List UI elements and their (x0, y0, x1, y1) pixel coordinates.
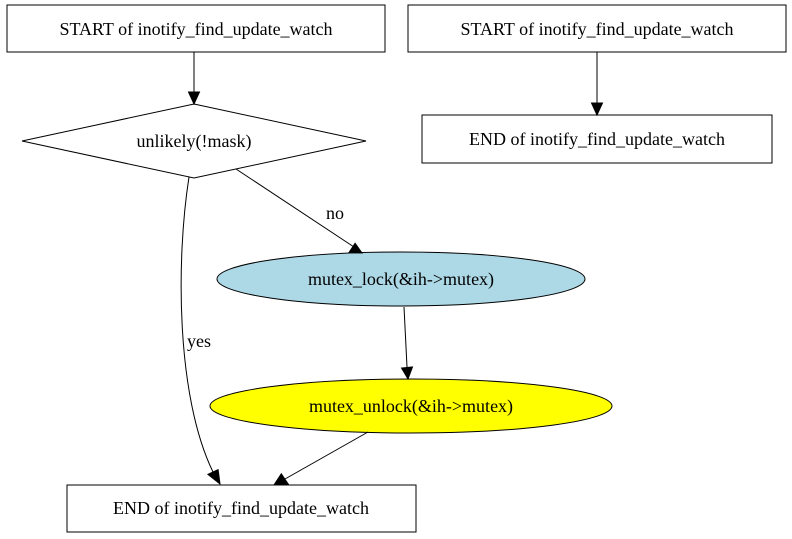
mutex-unlock-label: mutex_unlock(&ih->mutex) (309, 396, 513, 417)
edge-unlock-to-end-arrowhead (273, 472, 290, 486)
edge-decision-no-label: no (326, 203, 344, 223)
edge-lock-to-unlock-arrowhead (400, 366, 414, 381)
edge-unlock-to-end-line (284, 431, 369, 480)
edge-lock-to-unlock-line (403, 306, 408, 368)
mutex-lock-ellipse (216, 251, 586, 307)
edge-decision-yes: yes (180, 176, 221, 486)
node-decision: unlikely(!mask) (21, 103, 367, 179)
start-alt-box (407, 4, 787, 53)
node-end-alt: END of inotify_find_update_watch (421, 114, 773, 164)
mutex-unlock-ellipse (209, 378, 613, 434)
edge-start-alt-to-end-alt (590, 52, 604, 117)
end-main-box (66, 484, 417, 533)
start-main-box (6, 4, 386, 53)
start-alt-label: START of inotify_find_update_watch (460, 19, 733, 39)
node-end-main: END of inotify_find_update_watch (66, 484, 417, 533)
edge-start-to-decision-arrowhead (187, 91, 201, 106)
node-start-main: START of inotify_find_update_watch (6, 4, 386, 53)
edge-lock-to-unlock (400, 306, 414, 381)
edge-decision-no-arrowhead (347, 242, 363, 254)
edge-decision-yes-line (180, 176, 214, 473)
node-mutex-unlock: mutex_unlock(&ih->mutex) (209, 378, 613, 434)
node-start-alt: START of inotify_find_update_watch (407, 4, 787, 53)
start-main-label: START of inotify_find_update_watch (59, 19, 332, 39)
edge-start-to-decision (187, 52, 201, 106)
edge-start-alt-to-end-alt-arrowhead (590, 102, 604, 117)
edge-decision-yes-arrowhead (206, 468, 221, 486)
edge-decision-no-line (235, 168, 355, 248)
edge-unlock-to-end (273, 431, 369, 486)
edge-decision-yes-label: yes (187, 331, 211, 351)
mutex-lock-label: mutex_lock(&ih->mutex) (308, 269, 494, 290)
decision-diamond (21, 103, 367, 179)
node-mutex-lock: mutex_lock(&ih->mutex) (216, 251, 586, 307)
end-main-label: END of inotify_find_update_watch (113, 498, 369, 518)
edge-decision-no: no (235, 168, 363, 254)
end-alt-label: END of inotify_find_update_watch (469, 129, 725, 149)
decision-label: unlikely(!mask) (137, 131, 252, 152)
